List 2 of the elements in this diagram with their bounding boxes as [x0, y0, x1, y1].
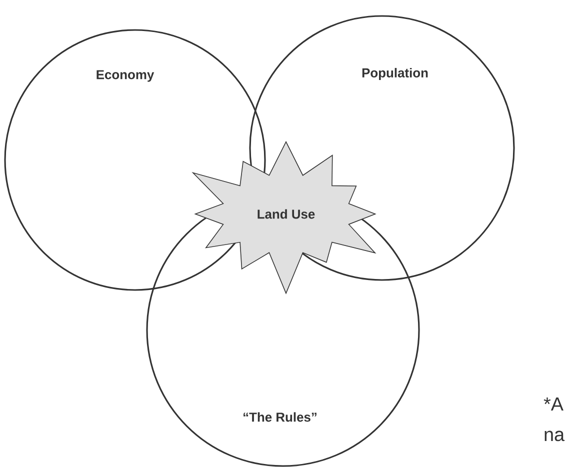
note-text: *A	[544, 397, 564, 410]
note-text: na	[544, 430, 565, 442]
